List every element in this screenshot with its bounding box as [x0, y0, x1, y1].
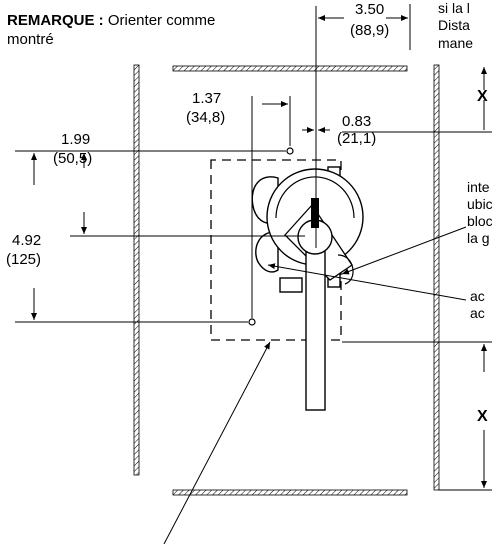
note-low-2: ac: [470, 305, 485, 321]
right-notes: si la l Dista mane inte ubic bloc la g a…: [438, 0, 492, 321]
note-top-1: si la l: [438, 0, 470, 16]
bottom-flange: [172, 489, 408, 496]
dim-083-mm: (21,1): [337, 130, 376, 147]
note-top-3: mane: [438, 35, 473, 51]
note-mid-3: bloc: [467, 213, 492, 229]
note-top-2: Dista: [438, 17, 470, 33]
right-wall: [433, 64, 440, 491]
bracket-foot: [279, 277, 303, 293]
dim-137-in: 1.37: [192, 90, 221, 107]
dim-492-in: 4.92: [12, 232, 41, 249]
note-mid-4: la g: [467, 230, 490, 246]
dim-199-mm: (50,5): [53, 150, 92, 167]
indicator-bar: [311, 198, 319, 228]
dim-492-mm: (125): [6, 251, 41, 268]
note-text-line1: Orienter comme: [107, 12, 216, 29]
dim-199-in: 1.99: [61, 131, 90, 148]
enclosure-walls: [133, 64, 440, 496]
mounting-hole-bottom: [248, 318, 256, 326]
note-mid-2: ubic: [467, 196, 492, 212]
note-mid-1: inte: [467, 179, 490, 195]
dashed-door-outline: [210, 159, 342, 341]
dim-top-mm: (88,9): [350, 22, 389, 39]
dim-x-lower: X: [477, 408, 488, 425]
note-low-1: ac: [470, 288, 485, 304]
handle-shaft: [305, 237, 326, 411]
note-label: REMARQUE :: [7, 12, 104, 29]
dimension-lines: [15, 4, 492, 544]
padlock-hasp: [337, 254, 354, 285]
remarque-note: REMARQUE : Orienter comme montré: [7, 11, 215, 49]
housing-inner-arc: [275, 176, 355, 219]
handle-mechanism: [251, 166, 364, 411]
top-flange: [172, 65, 408, 72]
dim-083-in: 0.83: [342, 113, 371, 130]
left-wall: [133, 64, 140, 476]
dim-x-upper: X: [477, 88, 488, 105]
dimension-labels: 3.50 (88,9) 1.37 (34,8) 0.83 (21,1) 1.99…: [6, 1, 488, 425]
dim-137-mm: (34,8): [186, 109, 225, 126]
mounting-hole-top: [286, 147, 294, 155]
note-text-line2: montré: [7, 31, 54, 48]
dim-top-in: 3.50: [355, 1, 384, 18]
